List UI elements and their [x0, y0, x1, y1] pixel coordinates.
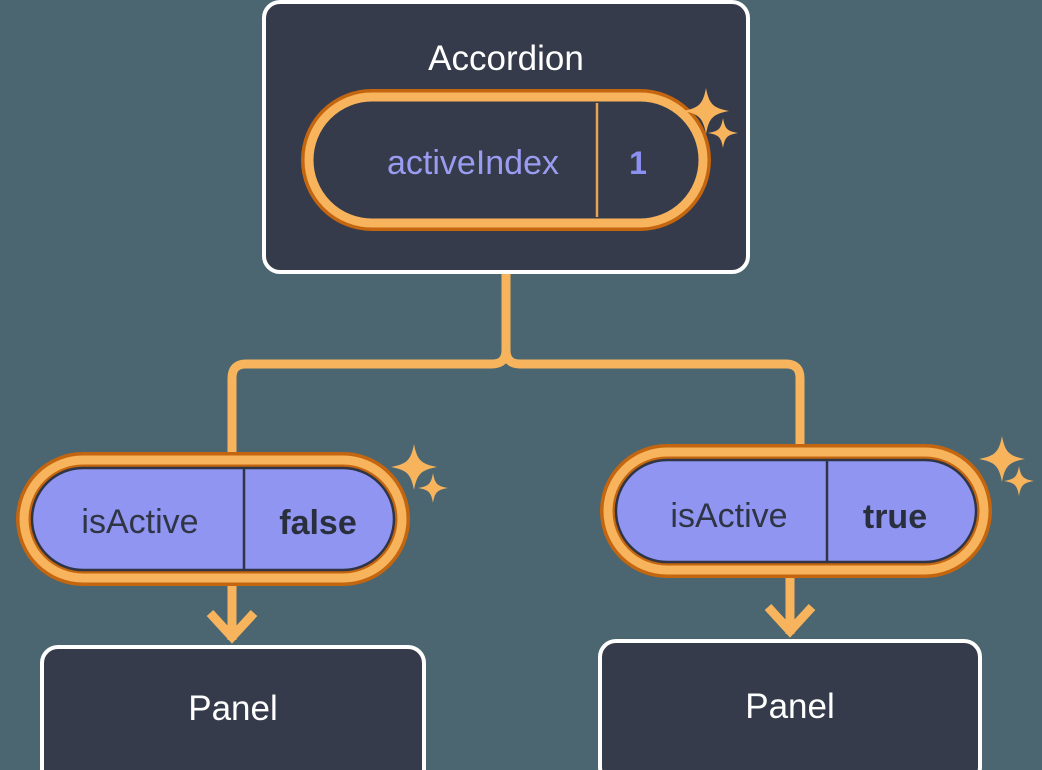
- sparkle-small-icon: [708, 118, 738, 148]
- connector-split-to-right: [501, 345, 805, 457]
- sparkle-icon-left: [391, 444, 448, 503]
- left-pill-body: [30, 466, 396, 572]
- node-panel-right[interactable]: Panel: [598, 639, 982, 770]
- panel-right-title: Panel: [745, 687, 835, 726]
- right-pill-value: true: [863, 498, 927, 536]
- left-pill-inner-ring: [19, 455, 407, 583]
- sparkle-large-icon: [391, 444, 437, 490]
- state-pill-value: 1: [629, 145, 647, 181]
- panel-left-card-background: [40, 645, 426, 770]
- node-accordion[interactable]: Accordion activeIndex 1: [262, 0, 750, 274]
- sparkle-icon-root: [683, 88, 738, 148]
- panel-left-title: Panel: [188, 689, 278, 728]
- state-pill-key: activeIndex: [387, 144, 559, 182]
- left-pill-value: false: [279, 504, 357, 542]
- right-pill-body: [614, 458, 978, 564]
- arrow-left-pill-to-panel: [206, 578, 258, 644]
- right-prop-pill[interactable]: isActive true: [600, 436, 1034, 578]
- node-panel-left[interactable]: Panel: [40, 645, 426, 770]
- right-pill-key: isActive: [670, 497, 787, 535]
- left-pill-key: isActive: [81, 503, 198, 541]
- panel-right-card-background: [598, 639, 982, 770]
- sparkle-icon-right: [979, 436, 1034, 496]
- arrow-right-pill-to-panel: [764, 572, 816, 638]
- sparkle-large-icon: [979, 436, 1025, 482]
- sparkle-small-icon: [418, 473, 448, 503]
- state-pill-inner-ring: [304, 92, 708, 228]
- sparkle-large-icon: [683, 88, 729, 134]
- right-pill-inner-ring: [603, 447, 989, 575]
- sparkle-small-icon: [1004, 466, 1034, 496]
- accordion-title: Accordion: [428, 39, 584, 78]
- left-prop-pill[interactable]: isActive false: [16, 444, 448, 586]
- accordion-state-pill[interactable]: activeIndex 1: [301, 89, 711, 231]
